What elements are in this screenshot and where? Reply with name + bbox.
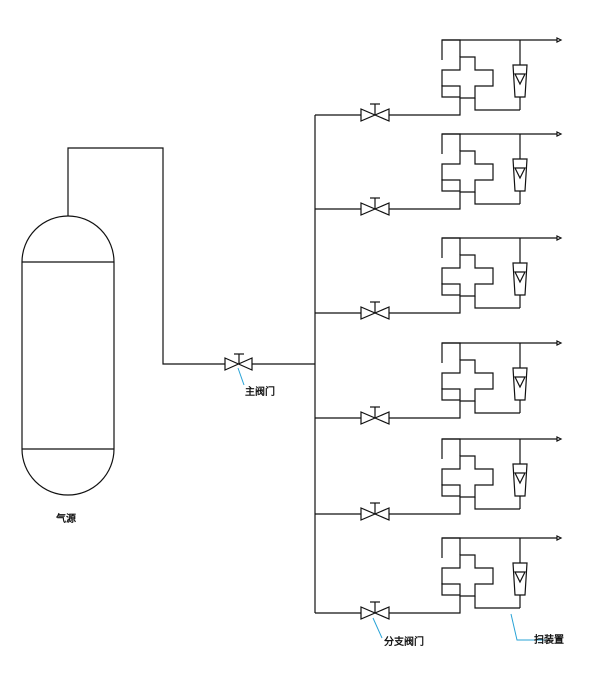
outlet-arrow-icon xyxy=(556,535,563,541)
flowmeter-float-icon xyxy=(514,571,526,584)
return-pipe xyxy=(474,98,520,111)
flowmeter-icon xyxy=(512,64,528,98)
flowmeter-float-icon xyxy=(514,472,526,485)
scan-device-leader xyxy=(510,613,547,641)
flowmeter-float-icon xyxy=(514,167,526,180)
branch-valve[interactable] xyxy=(360,507,390,521)
main-valve-leader xyxy=(237,367,245,386)
main-valve-label: 主阀门 xyxy=(245,385,275,398)
outlet-arrow-icon xyxy=(556,340,563,346)
branch-pipe xyxy=(389,596,461,614)
branch-pipe xyxy=(389,192,461,210)
loop-pipe xyxy=(441,388,460,401)
loop-pipe xyxy=(441,537,461,558)
return-pipe xyxy=(474,192,520,205)
return-pipe xyxy=(474,296,520,309)
loop-pipe xyxy=(441,583,460,596)
outlet-arrow-icon xyxy=(556,131,563,137)
return-pipe xyxy=(474,497,520,510)
branch-valve[interactable] xyxy=(360,108,390,122)
loop-pipe xyxy=(441,342,461,363)
outlet-arrow-icon xyxy=(556,37,563,43)
loop-pipe xyxy=(441,283,460,296)
scan-device xyxy=(441,150,494,193)
outlet-arrow-icon xyxy=(556,235,563,241)
return-pipe xyxy=(474,401,520,414)
branch-unit xyxy=(315,535,563,620)
loop-pipe xyxy=(441,438,461,459)
gas-source-label: 气源 xyxy=(55,512,76,525)
branch-group xyxy=(315,37,563,620)
scan-device xyxy=(441,254,494,297)
gas-tank xyxy=(21,215,115,496)
flowmeter-float-icon xyxy=(514,376,526,389)
flowmeter-icon xyxy=(512,367,528,401)
scan-device xyxy=(441,455,494,498)
scan-device xyxy=(441,56,494,99)
scan-device xyxy=(441,554,494,597)
flowmeter-icon xyxy=(512,562,528,596)
branch-valve[interactable] xyxy=(360,606,390,620)
branch-pipe xyxy=(389,401,461,419)
branch-valve-leader xyxy=(372,617,383,639)
flowmeter-icon xyxy=(512,158,528,192)
branch-unit xyxy=(315,37,563,122)
scan-device xyxy=(441,359,494,402)
return-pipe xyxy=(474,596,520,609)
branch-valve[interactable] xyxy=(360,411,390,425)
flowmeter-icon xyxy=(512,463,528,497)
branch-valve[interactable] xyxy=(360,202,390,216)
branch-pipe xyxy=(389,98,461,116)
loop-pipe xyxy=(441,39,461,60)
branch-pipe xyxy=(389,497,461,515)
loop-pipe xyxy=(441,179,460,192)
outlet-arrow-icon xyxy=(556,436,563,442)
loop-pipe xyxy=(441,237,461,258)
loop-pipe xyxy=(441,85,460,98)
branch-valve[interactable] xyxy=(360,306,390,320)
loop-pipe xyxy=(441,133,461,154)
branch-unit xyxy=(315,340,563,425)
branch-pipe xyxy=(389,296,461,314)
flowmeter-icon xyxy=(512,262,528,296)
supply-pipe xyxy=(67,147,225,365)
main-valve[interactable] xyxy=(224,353,253,371)
branch-unit xyxy=(315,235,563,320)
flowmeter-float-icon xyxy=(514,271,526,284)
loop-pipe xyxy=(441,484,460,497)
branch-unit xyxy=(315,131,563,216)
scan-device-label: 扫装置 xyxy=(534,633,564,646)
flowmeter-float-icon xyxy=(514,73,526,86)
branch-unit xyxy=(315,436,563,521)
branch-valve-label: 分支阀门 xyxy=(384,635,424,648)
